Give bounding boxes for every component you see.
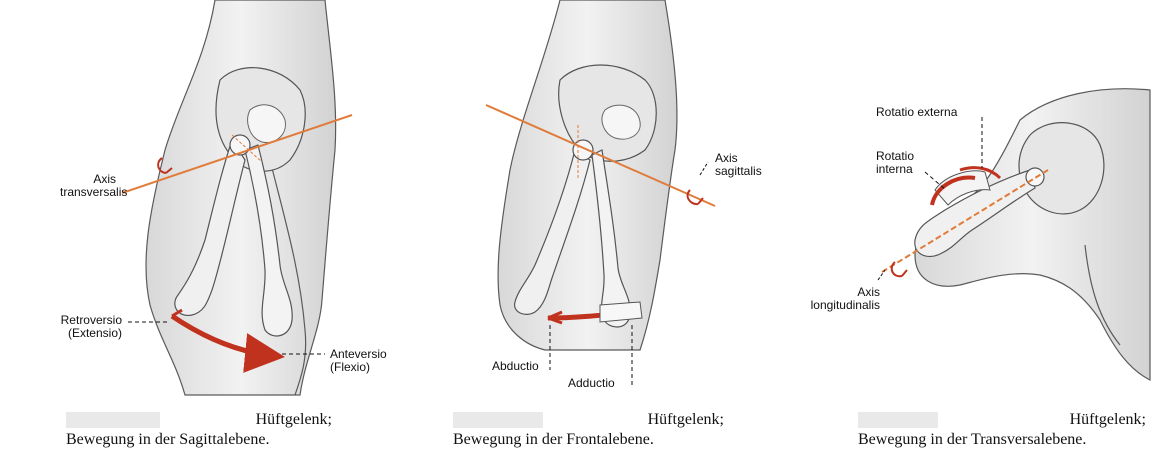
caption-transversal-line1: Hüftgelenk; [858,410,1150,430]
label-anteversio: Anteversio (Flexio) [330,348,387,374]
label-rotatio-externa: Rotatio externa [876,106,957,119]
caption-frontal-line2: Bewegung in der Frontalebene. [453,430,728,450]
obturator-2 [602,105,640,139]
leg-skin-outline-1 [146,0,336,395]
label-retroversio: Retroversio (Extensio) [30,314,122,340]
rotation-icon-3 [892,262,907,276]
caption-frontal: Hüftgelenk; Bewegung in der Frontalebene… [453,410,728,450]
leader-axis-sagittalis [700,162,708,175]
label-axis-line2: transversalis [60,185,127,199]
label-axis-sag-line2: sagittalis [715,164,762,178]
label-rot-int-line1: Rotatio [876,149,914,163]
obturator-1 [248,105,286,143]
label-adductio: Adductio [568,377,615,390]
label-axis-line1: Axis [93,172,116,186]
label-axis-long-line2: longitudinalis [811,298,880,312]
label-anteversio-line2: (Flexio) [330,360,370,374]
label-abductio: Abductio [492,360,539,373]
caption-transversal: Hüftgelenk; Bewegung in der Transversale… [858,410,1150,450]
label-retroversio-line2: (Extensio) [68,326,122,340]
panel-frontal-drawing [486,0,715,385]
label-axis-sag-line1: Axis [715,151,738,165]
caption-sagittal-line1: Hüftgelenk; [66,410,336,430]
caption-transversal-line2: Bewegung in der Transversalebene. [858,430,1150,450]
caption-sagittal-line2: Bewegung in der Sagittalebene. [66,430,336,450]
label-axis-long-line1: Axis [857,285,880,299]
label-axis-longitudinalis: Axis longitudinalis [790,286,880,312]
panel-transversal-drawing [878,89,1150,380]
arrow-outline-adductio [600,302,642,322]
label-rotatio-interna: Rotatio interna [876,150,914,176]
label-retroversio-line1: Retroversio [61,313,122,327]
panel-sagittal-drawing [122,0,352,395]
label-axis-transversalis: Axis transversalis [60,173,116,199]
caption-sagittal: Hüftgelenk; Bewegung in der Sagittaleben… [66,410,336,450]
leader-axis-longitudinalis [878,270,885,280]
caption-frontal-line1: Hüftgelenk; [453,410,728,430]
label-rot-int-line2: interna [876,162,913,176]
leader-rotatio-interna [925,172,946,190]
label-anteversio-line1: Anteversio [330,347,387,361]
label-axis-sagittalis: Axis sagittalis [715,152,762,178]
